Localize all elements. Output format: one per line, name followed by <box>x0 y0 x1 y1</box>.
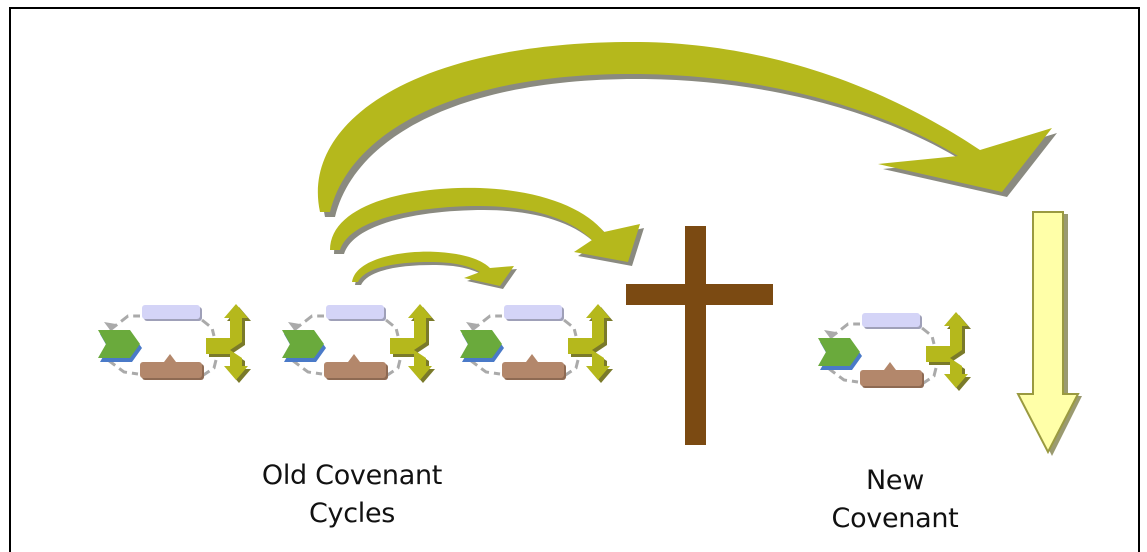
down-arrow-icon <box>1016 211 1082 456</box>
medium-arc-arrow <box>330 187 644 266</box>
long-arc-arrow <box>317 41 1057 217</box>
old-covenant-line1: Old Covenant <box>261 460 443 491</box>
new-covenant-label: New Covenant <box>800 462 990 538</box>
new-covenant-line2: Covenant <box>831 503 959 534</box>
short-arc-arrow <box>352 251 517 289</box>
new-covenant-line1: New <box>866 465 924 496</box>
old-covenant-line2: Cycles <box>308 498 396 529</box>
cycle-icon-1 <box>96 302 253 385</box>
cycle-icon-2 <box>280 302 437 385</box>
diagram-frame <box>9 7 1140 552</box>
cross-icon <box>626 226 773 445</box>
cycle-icon-3 <box>458 302 615 385</box>
cycle-icon-new <box>816 310 973 393</box>
old-covenant-label: Old Covenant Cycles <box>222 457 482 533</box>
